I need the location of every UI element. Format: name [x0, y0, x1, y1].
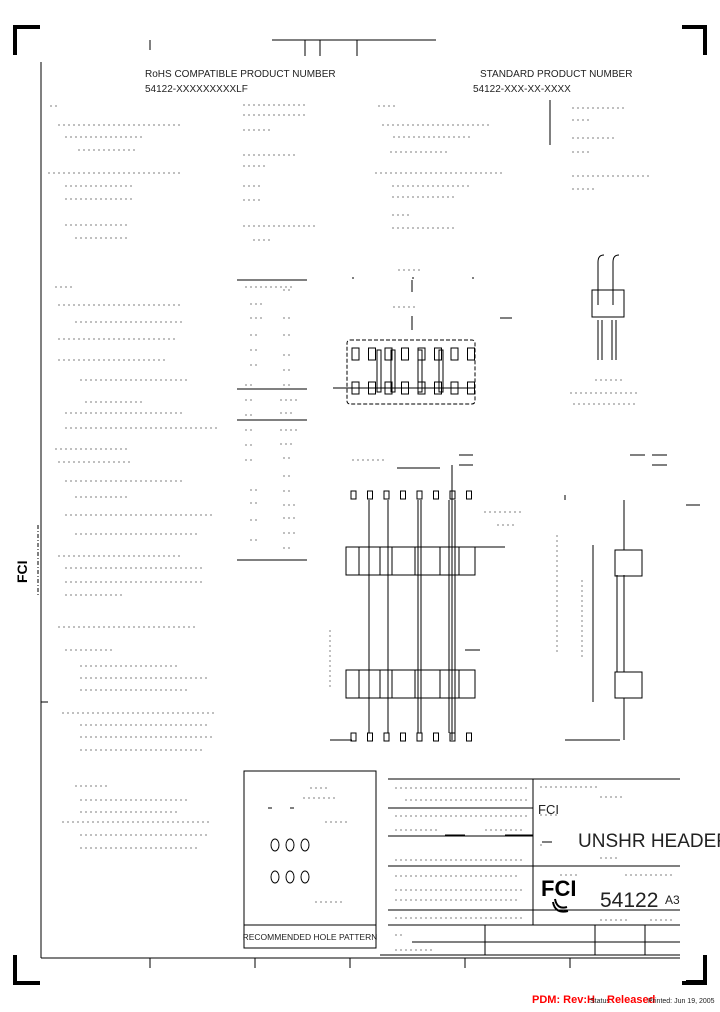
pin-tip	[416, 732, 423, 742]
drawing-border	[40, 39, 700, 968]
pin-tip	[400, 490, 406, 500]
pin-tip	[433, 732, 439, 742]
hole	[270, 838, 280, 852]
pin-slot	[376, 349, 382, 393]
connector-top-view	[333, 269, 512, 405]
hole	[285, 838, 295, 852]
hole	[300, 838, 310, 852]
title-block: FCI UNSHR HEADER FCI 54122 A3	[380, 778, 720, 956]
pin-square	[434, 347, 442, 361]
pin-tip	[367, 732, 373, 742]
pin-tip	[350, 732, 357, 742]
pin-tip	[400, 732, 406, 742]
standard-title: STANDARD PRODUCT NUMBER	[480, 69, 632, 80]
rohs-title: RoHS COMPATIBLE PRODUCT NUMBER	[145, 69, 336, 80]
connector-right-view	[556, 454, 667, 741]
pin-tip	[367, 490, 373, 500]
svg-text:FCI: FCI	[14, 560, 30, 583]
pin-square	[401, 347, 409, 361]
pin-square	[384, 347, 393, 361]
printed-date: Printed: Jun 19, 2005	[648, 998, 715, 1005]
sheet-size: A3	[665, 893, 680, 907]
pin-slot	[417, 349, 423, 393]
pin-slot	[438, 349, 444, 393]
pin-tip	[449, 490, 456, 500]
connector-side-view	[570, 254, 640, 405]
pin-tip	[466, 732, 472, 742]
standard-number: 54122-XXX-XX-XXXX	[473, 84, 571, 95]
svg-text:FCI: FCI	[541, 876, 576, 901]
pin-tip	[383, 732, 390, 742]
pin-tip	[416, 490, 423, 500]
svg-text:FCI: FCI	[538, 802, 559, 817]
status-label: Status:	[590, 998, 612, 1005]
notes-text-illegible	[48, 104, 652, 849]
pdm-revision: PDM: Rev:H	[532, 994, 595, 1006]
part-number: 54122	[600, 889, 658, 912]
connector-front-view	[329, 454, 524, 742]
hole	[300, 870, 310, 884]
hole	[285, 870, 295, 884]
pin-tip	[433, 490, 439, 500]
pin-tip	[350, 490, 357, 500]
pin-slot	[390, 349, 396, 393]
hole-pattern-box: RECOMMENDED HOLE PATTERN	[243, 770, 378, 949]
pin-square	[467, 347, 475, 361]
pin-tip	[383, 490, 390, 500]
pin-square	[450, 347, 459, 361]
drawing-title: UNSHR HEADER	[578, 831, 720, 852]
rohs-number: 54122-XXXXXXXXXLF	[145, 84, 248, 95]
pin-tip	[466, 490, 472, 500]
hole-pattern-caption: RECOMMENDED HOLE PATTERN	[243, 932, 378, 942]
fci-logo: FCI	[541, 876, 576, 913]
status-value: Released	[607, 994, 655, 1006]
pin-square	[351, 347, 360, 361]
side-fci-logo: FCI	[14, 560, 30, 583]
hole	[270, 870, 280, 884]
pin-square	[368, 347, 376, 361]
